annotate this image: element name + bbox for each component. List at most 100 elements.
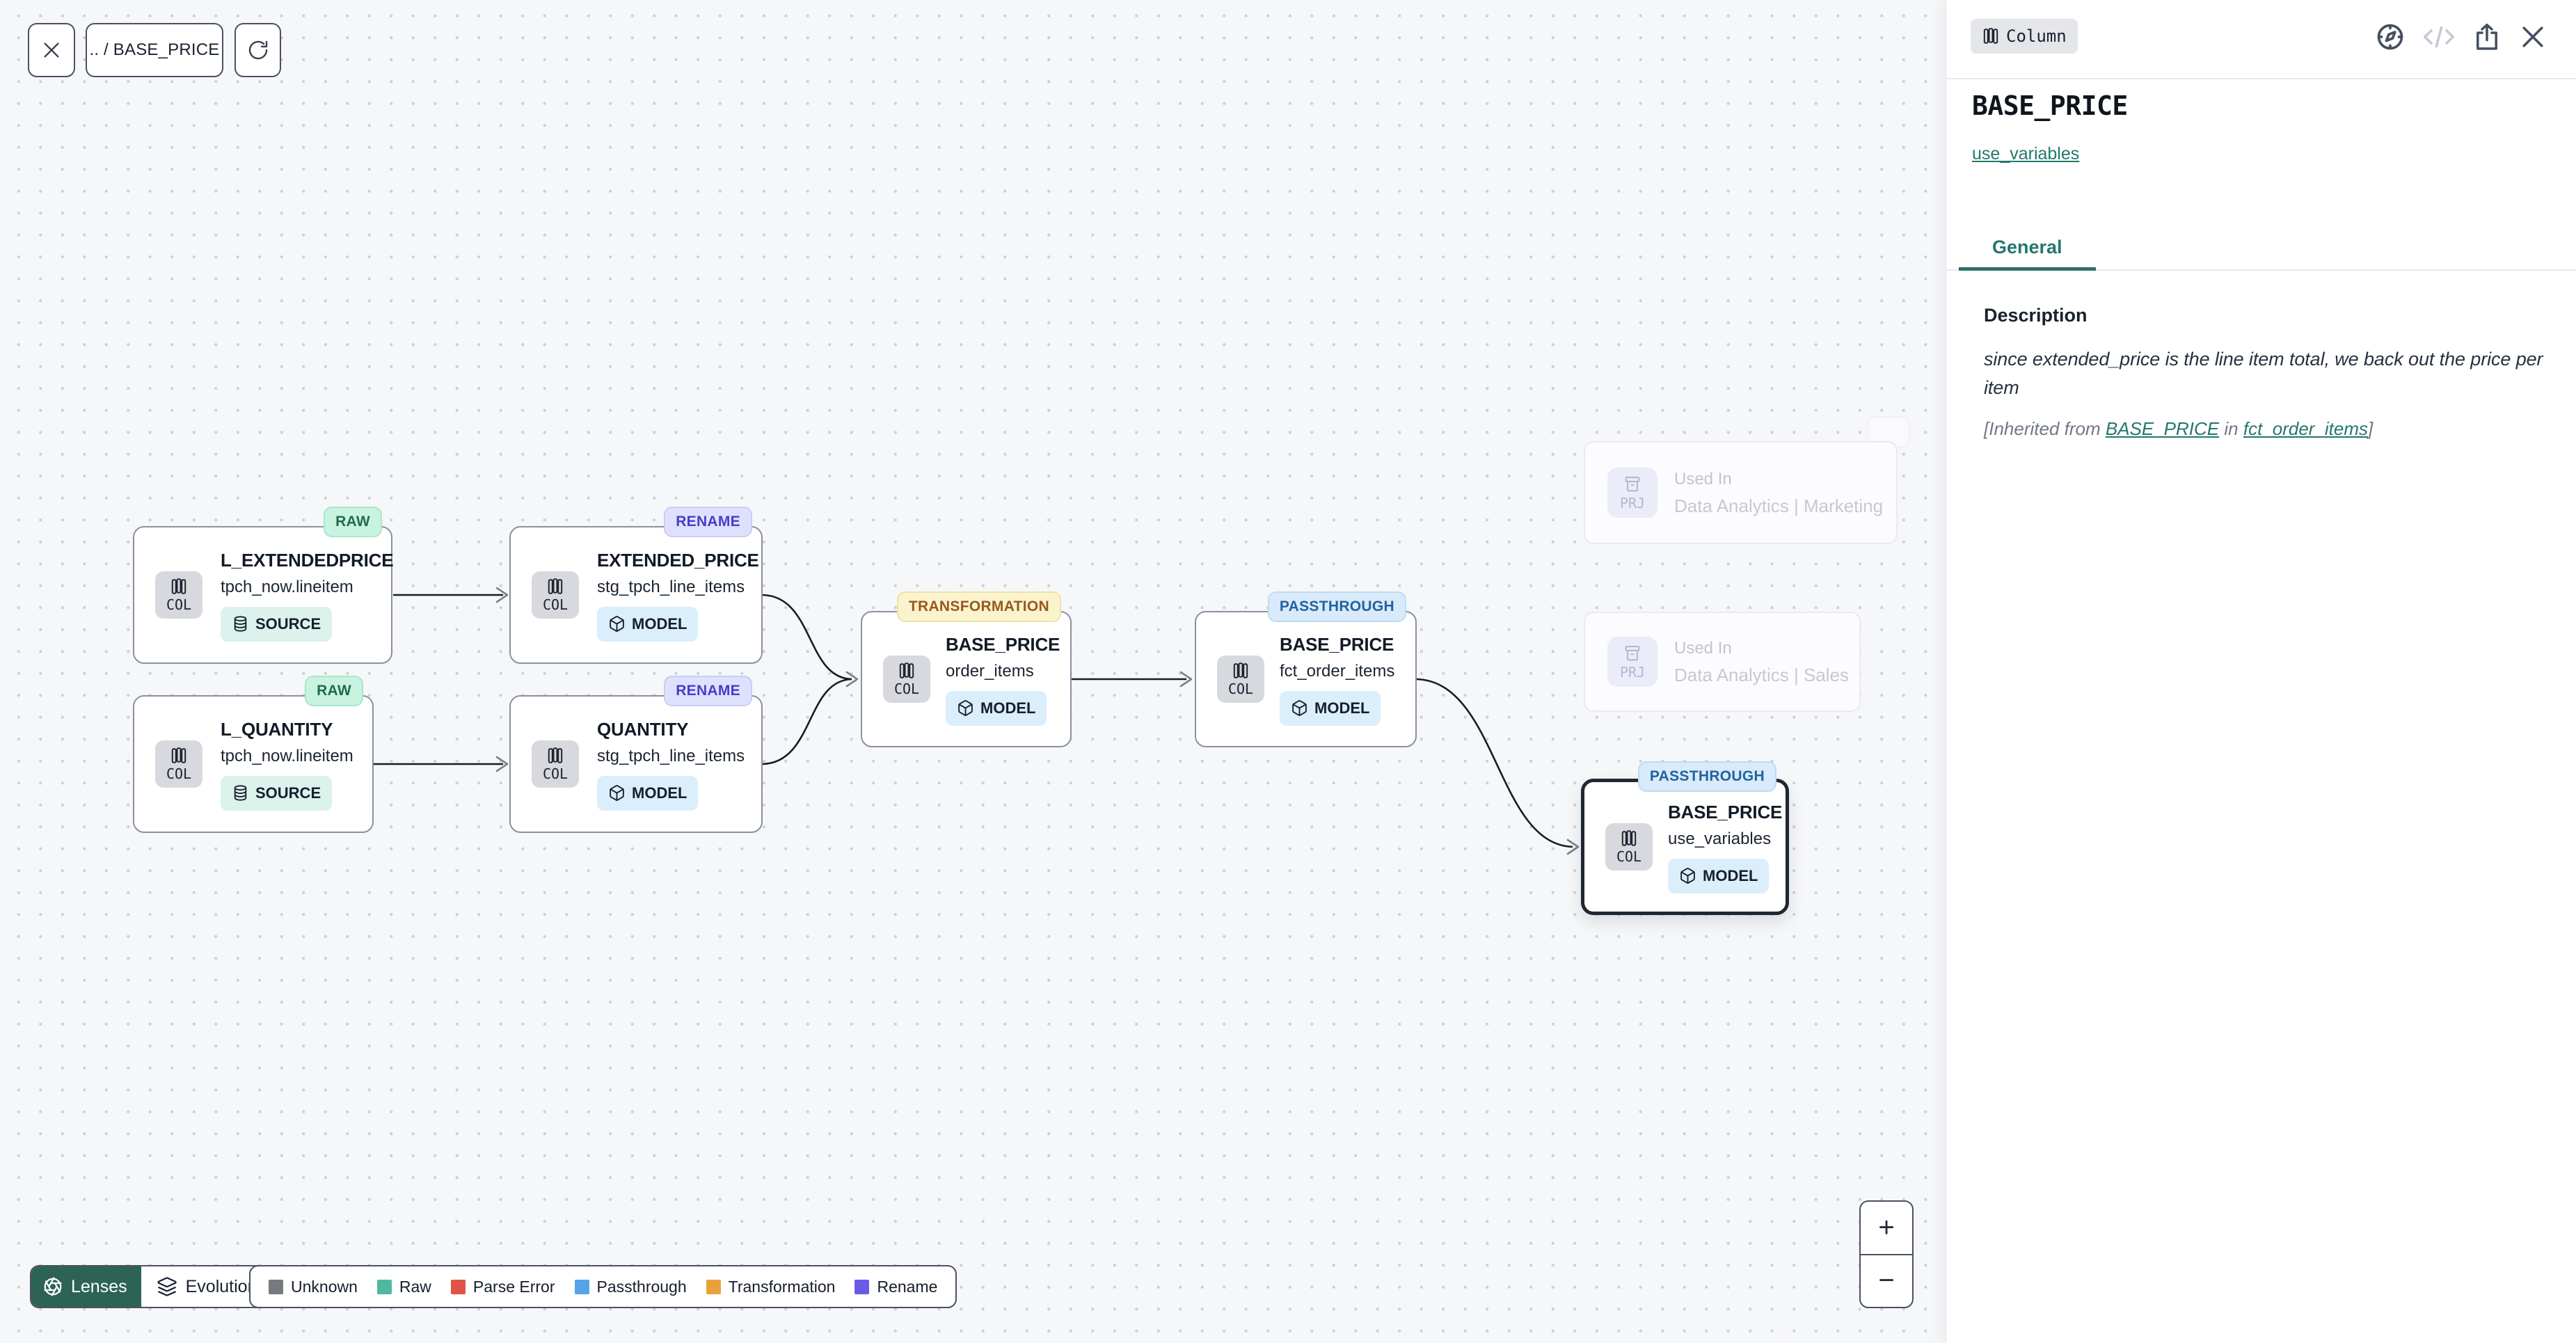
node-kind-chip: MODEL xyxy=(946,691,1047,726)
node-base-price-use-variables[interactable]: PASSTHROUGH COL BASE_PRICE use_variables… xyxy=(1581,779,1789,915)
breadcrumb[interactable]: .. / BASE_PRICE xyxy=(86,23,223,77)
columns-icon xyxy=(898,662,916,680)
description-label: Description xyxy=(1984,305,2088,326)
node-l-quantity[interactable]: RAW COL L_QUANTITY tpch_now.lineitem SOU… xyxy=(133,695,374,833)
code-icon[interactable] xyxy=(2422,22,2456,52)
cube-icon xyxy=(1291,699,1308,717)
node-quantity[interactable]: RENAME COL QUANTITY stg_tpch_line_items … xyxy=(509,695,763,833)
panel-title: BASE_PRICE xyxy=(1972,90,2128,121)
node-title: L_QUANTITY xyxy=(221,718,333,740)
lenses-label: Lenses xyxy=(71,1277,127,1297)
export-icon[interactable] xyxy=(2472,21,2502,53)
entity-type-label: Column xyxy=(2006,26,2067,46)
used-in-name: Data Analytics | Sales xyxy=(1674,664,1849,686)
aperture-icon xyxy=(42,1276,63,1297)
node-kind-chip: MODEL xyxy=(1668,859,1769,893)
lens-legend: Unknown Raw Parse Error Passthrough Tran… xyxy=(249,1265,957,1308)
detail-panel: Column BASE_PRICE use_variables General … xyxy=(1946,0,2576,1343)
panel-divider xyxy=(1946,78,2576,79)
node-subtitle: fct_order_items xyxy=(1280,661,1394,682)
node-subtitle: stg_tpch_line_items xyxy=(597,746,745,767)
model-link[interactable]: use_variables xyxy=(1972,144,2079,164)
used-in-marketing-node[interactable]: PRJ Used In Data Analytics | Marketing xyxy=(1584,441,1898,544)
columns-icon xyxy=(170,578,188,596)
legend-swatch xyxy=(706,1280,721,1294)
legend-swatch xyxy=(451,1280,466,1294)
entity-type-badge: Column xyxy=(1971,19,2078,54)
columns-icon xyxy=(1982,27,2000,45)
node-title: QUANTITY xyxy=(597,718,688,740)
refresh-icon xyxy=(247,39,269,61)
status-badge: RAW xyxy=(305,676,363,706)
node-subtitle: stg_tpch_line_items xyxy=(597,577,745,598)
status-badge: PASSTHROUGH xyxy=(1638,761,1776,792)
node-kind-chip: MODEL xyxy=(597,776,698,811)
compass-icon[interactable] xyxy=(2374,21,2406,53)
node-title: BASE_PRICE xyxy=(1668,801,1782,823)
node-kind-chip: MODEL xyxy=(1280,691,1381,726)
lens-dropdown-value: Evolution xyxy=(186,1277,257,1297)
used-in-name: Data Analytics | Marketing xyxy=(1674,495,1883,517)
node-subtitle: use_variables xyxy=(1668,829,1771,850)
node-title: BASE_PRICE xyxy=(946,633,1060,655)
zoom-in-button[interactable]: + xyxy=(1861,1202,1912,1255)
legend-item-unknown: Unknown xyxy=(269,1278,358,1296)
column-chip: COL xyxy=(155,571,202,619)
node-subtitle: tpch_now.lineitem xyxy=(221,577,353,598)
legend-item-transformation: Transformation xyxy=(706,1278,836,1296)
breadcrumb-label: .. / BASE_PRICE xyxy=(89,40,219,60)
project-chip: PRJ xyxy=(1607,637,1657,687)
columns-icon xyxy=(546,578,564,596)
node-l-extendedprice[interactable]: RAW COL L_EXTENDEDPRICE tpch_now.lineite… xyxy=(133,526,392,664)
status-badge: PASSTHROUGH xyxy=(1268,591,1406,622)
node-kind-chip: SOURCE xyxy=(221,607,332,642)
legend-item-rename: Rename xyxy=(854,1278,937,1296)
panel-tabs: General xyxy=(1946,228,2576,271)
archive-icon xyxy=(1623,644,1642,663)
zoom-controls: + − xyxy=(1859,1200,1914,1308)
close-panel-icon[interactable] xyxy=(2518,22,2548,52)
inherited-model-link[interactable]: fct_order_items xyxy=(2243,418,2368,439)
column-chip: COL xyxy=(1217,655,1264,703)
close-lineage-button[interactable] xyxy=(28,23,75,77)
layers-icon xyxy=(157,1276,177,1297)
zoom-out-button[interactable]: − xyxy=(1861,1255,1912,1308)
legend-swatch xyxy=(377,1280,392,1294)
status-badge: RENAME xyxy=(664,676,752,706)
node-subtitle: tpch_now.lineitem xyxy=(221,746,353,767)
used-in-label: Used In xyxy=(1674,638,1732,659)
node-extended-price[interactable]: RENAME COL EXTENDED_PRICE stg_tpch_line_… xyxy=(509,526,763,664)
tab-general[interactable]: General xyxy=(1959,237,2096,271)
lenses-button[interactable]: Lenses xyxy=(31,1266,141,1307)
legend-swatch xyxy=(854,1280,869,1294)
refresh-button[interactable] xyxy=(234,23,281,77)
column-chip: COL xyxy=(532,571,579,619)
legend-item-raw: Raw xyxy=(377,1278,431,1296)
node-title: BASE_PRICE xyxy=(1280,633,1394,655)
node-kind-chip: SOURCE xyxy=(221,776,332,811)
column-chip: COL xyxy=(883,655,930,703)
columns-icon xyxy=(1232,662,1250,680)
legend-item-parse-error: Parse Error xyxy=(451,1278,555,1296)
inherited-column-link[interactable]: BASE_PRICE xyxy=(2106,418,2219,439)
node-base-price-order-items[interactable]: TRANSFORMATION COL BASE_PRICE order_item… xyxy=(861,611,1072,747)
node-base-price-fct-order-items[interactable]: PASSTHROUGH COL BASE_PRICE fct_order_ite… xyxy=(1195,611,1417,747)
node-title: L_EXTENDEDPRICE xyxy=(221,549,393,571)
legend-swatch xyxy=(575,1280,589,1294)
close-icon xyxy=(40,39,63,61)
used-in-label: Used In xyxy=(1674,469,1732,490)
legend-item-passthrough: Passthrough xyxy=(575,1278,687,1296)
cube-icon xyxy=(1679,867,1696,884)
database-icon xyxy=(232,784,249,802)
status-badge: RAW xyxy=(324,507,382,537)
columns-icon xyxy=(1620,829,1638,848)
used-in-sales-node[interactable]: PRJ Used In Data Analytics | Sales xyxy=(1584,612,1861,712)
cube-icon xyxy=(608,784,626,802)
columns-icon xyxy=(170,747,188,765)
lineage-canvas[interactable]: .. / BASE_PRICE RAW COL L_EXTENDEDPRICE … xyxy=(0,0,1946,1343)
project-chip: PRJ xyxy=(1607,468,1657,518)
column-chip: COL xyxy=(155,740,202,788)
cube-icon xyxy=(957,699,974,717)
archive-icon xyxy=(1623,475,1642,494)
